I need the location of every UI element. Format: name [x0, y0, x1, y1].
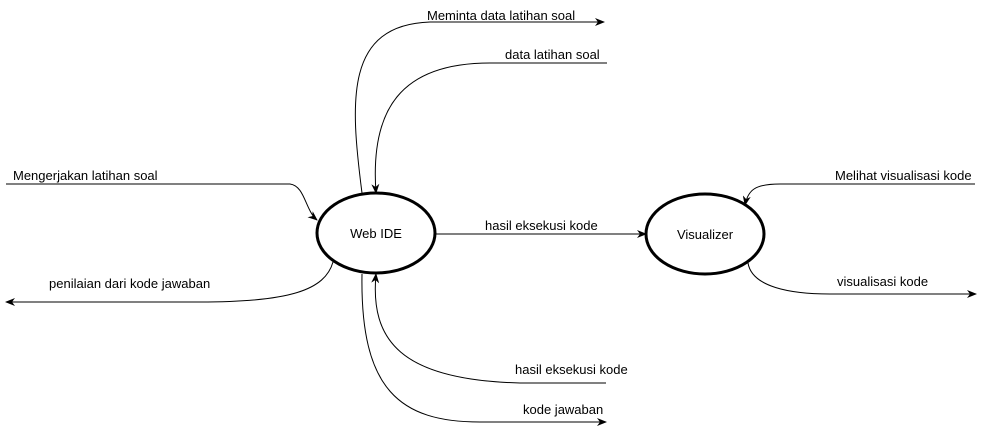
- node-web-ide: Web IDE: [315, 191, 437, 275]
- flow-line-visualisasi: [747, 262, 977, 298]
- flow-line-data-latihan: [371, 62, 607, 194]
- flow-line-meminta-data: [354, 18, 605, 194]
- flow-line-hasil-masuk: [371, 273, 606, 384]
- flow-kode-jawaban: kode jawaban: [361, 273, 607, 426]
- node-visualizer-label: Visualizer: [677, 227, 734, 242]
- flow-hasil-eksekusi-kode-ide-to-visualizer: hasil eksekusi kode: [436, 218, 647, 238]
- flow-label-meminta-data: Meminta data latihan soal: [427, 8, 575, 23]
- flow-line-mengerjakan: [6, 183, 318, 221]
- flow-visualisasi-kode: visualisasi kode: [747, 262, 977, 298]
- flow-label-data-latihan: data latihan soal: [505, 47, 600, 62]
- node-visualizer-ellipse: [644, 192, 766, 276]
- flow-melihat-visualisasi-kode: Melihat visualisasi kode: [742, 168, 975, 206]
- node-visualizer: Visualizer: [644, 192, 766, 276]
- flow-meminta-data-latihan-soal: Meminta data latihan soal: [354, 8, 605, 194]
- flow-label-kode-jawaban: kode jawaban: [523, 402, 603, 417]
- node-web-ide-ellipse: [315, 191, 437, 275]
- flow-penilaian-dari-kode-jawaban: penilaian dari kode jawaban: [5, 261, 334, 306]
- flow-mengerjakan-latihan-soal: Mengerjakan latihan soal: [6, 168, 318, 221]
- flow-hasil-eksekusi-kode-into-ide: hasil eksekusi kode: [371, 273, 628, 384]
- flow-label-hasil-ide-vis: hasil eksekusi kode: [485, 218, 598, 233]
- flow-line-melihat-vis: [742, 183, 975, 206]
- flow-label-hasil-masuk: hasil eksekusi kode: [515, 362, 628, 377]
- flow-line-penilaian: [5, 261, 334, 306]
- flow-label-melihat-vis: Melihat visualisasi kode: [835, 168, 972, 183]
- flow-label-mengerjakan: Mengerjakan latihan soal: [13, 168, 158, 183]
- flow-label-penilaian: penilaian dari kode jawaban: [49, 276, 210, 291]
- flow-label-visualisasi: visualisasi kode: [837, 274, 928, 289]
- flow-data-latihan-soal: data latihan soal: [371, 47, 607, 194]
- flow-line-kode-jawaban: [361, 273, 607, 426]
- node-web-ide-label: Web IDE: [350, 226, 402, 241]
